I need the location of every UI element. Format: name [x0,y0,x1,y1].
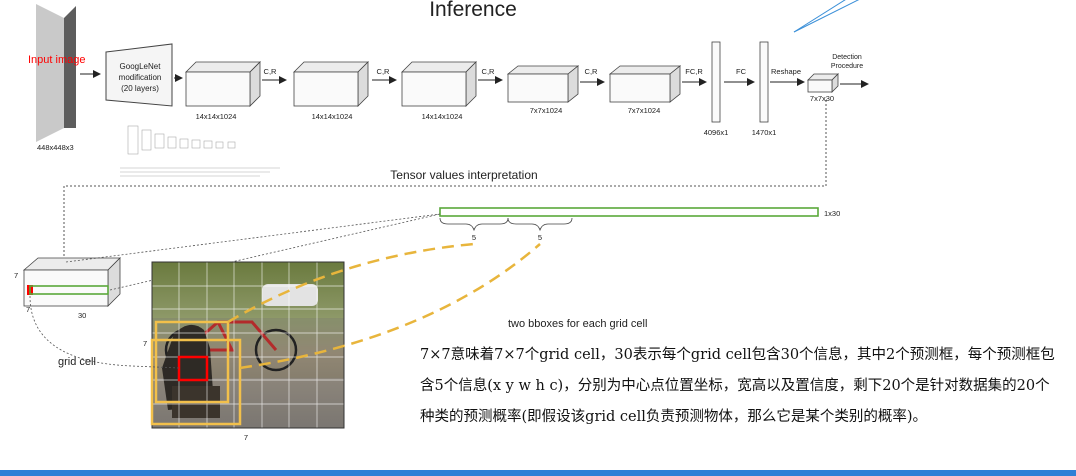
bbox-caption: two bboxes for each grid cell [508,318,647,330]
fc1-size-label: 4096x1 [704,128,729,137]
vector-1x30 [439,207,819,217]
layer-cube-2 [293,61,369,107]
layer-cube-5 [608,65,682,103]
op-label-3: C,R [482,67,496,76]
layer-dims-1: 14x14x1024 [196,112,237,121]
grid-cell-link [29,295,180,369]
fc2-layer [759,41,769,123]
googlenet-box [105,43,173,107]
layer-dims-2: 14x14x1024 [312,112,353,121]
googlenet-thumbnail [120,125,280,177]
layer-dims-4: 7x7x1024 [530,106,563,115]
input-size-label: 448x448x3 [37,143,74,152]
grid-size-left-label: 7 [143,339,147,348]
layer-cube-3 [401,61,477,107]
op-label-1: C,R [264,67,278,76]
interpretation-connector [63,100,827,262]
fc1-op-label: FC,R [685,67,703,76]
detection-line1: Detection [832,54,862,61]
grid-cell-highlight [177,355,209,382]
layer-cube-4 [506,65,580,103]
fc2-size-label: 1470x1 [752,128,777,137]
googlenet-line2: modification [119,73,162,82]
grid-cell-label: grid cell [58,356,96,368]
layer-dims-5: 7x7x1024 [628,106,661,115]
detection-line2: Procedure [831,63,863,70]
brace-2-label: 5 [538,233,542,242]
bbox-2 [150,338,242,426]
reshape-op-label: Reshape [771,67,801,76]
interpretation-heading: Tensor values interpretation [390,168,537,182]
decor-line [793,0,846,33]
fc2-op-label: FC [736,67,747,76]
input-image-label: Input image [28,54,85,66]
tensor-width-label: 7 [26,305,30,314]
tensor-height-label: 7 [14,271,18,280]
bbox-link-2 [239,243,541,370]
fc1-layer [711,41,721,123]
description-text: 7×7意味着7×7个grid cell，30表示每个grid cell包含30个… [420,347,1055,425]
reshape-size-label: 7x7x30 [810,94,834,103]
brace-1 [439,217,509,232]
accent-bar [0,470,1076,476]
vector-size-label: 1x30 [824,209,840,218]
input-image-block [36,4,64,142]
bbox-1 [154,320,230,404]
input-image-side [64,6,76,128]
layer-cube-1 [185,61,261,107]
decor-line [793,0,860,33]
diagram-title: Inference [429,0,517,21]
tensor-link [65,213,441,263]
output-tensor-cube [807,73,839,93]
grid-size-bottom-label: 7 [244,433,248,442]
tensor-7x7x30 [22,257,121,307]
op-label-2: C,R [377,67,391,76]
tensor-depth-label: 30 [78,311,86,320]
op-label-4: C,R [585,67,599,76]
googlenet-line1: GoogLeNet [120,62,162,71]
brace-2 [507,217,573,232]
layer-dims-3: 14x14x1024 [422,112,463,121]
googlenet-line3: (20 layers) [121,84,159,93]
brace-1-label: 5 [472,233,476,242]
